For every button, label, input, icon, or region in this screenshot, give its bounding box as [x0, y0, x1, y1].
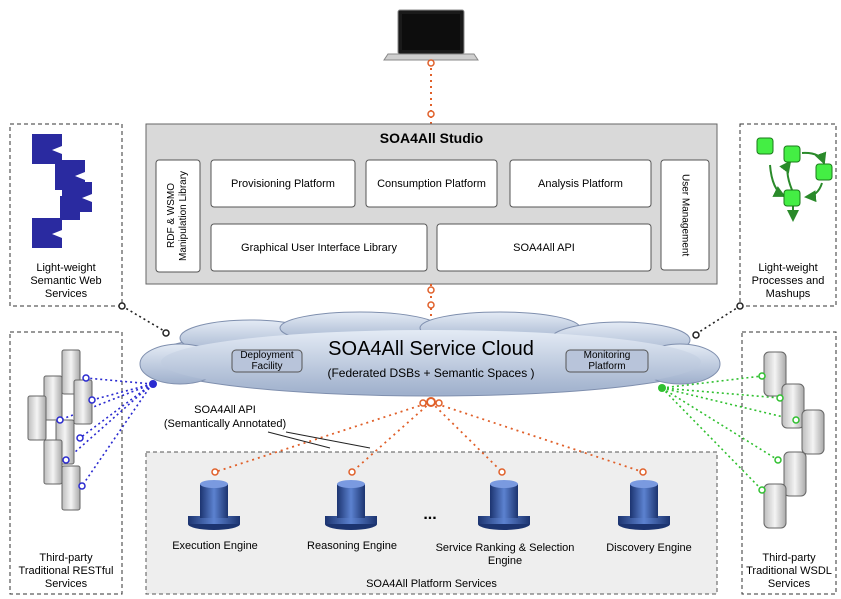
consumption-label: Consumption Platform — [377, 177, 486, 190]
monitoring-platform-box — [565, 349, 649, 373]
monitoring-platform-label: Monitoring Platform — [583, 350, 631, 372]
link-node — [736, 302, 744, 310]
cloud-hub-node — [426, 397, 436, 407]
discovery-engine-icon — [618, 480, 670, 530]
link-node — [211, 468, 219, 476]
link-node — [639, 468, 647, 476]
rdf-library-box — [155, 159, 201, 273]
wsdl-services-panel — [741, 331, 837, 595]
process-mashup-icon — [756, 137, 833, 222]
processes-mashups-panel — [739, 123, 837, 307]
link-node — [419, 399, 427, 407]
link-node — [435, 399, 443, 407]
api-label: SOA4All API — [513, 241, 575, 254]
analysis-label: Analysis Platform — [538, 177, 623, 190]
wsdl-hub-node — [658, 384, 666, 392]
api-note-pointer — [285, 431, 371, 449]
cloud-engine-links — [214, 401, 644, 473]
deployment-facility-label: Deployment Facility — [240, 350, 294, 372]
restful-services-panel — [9, 331, 123, 595]
api-note-line2: (Semantically Annotated) — [163, 418, 287, 430]
link-node — [692, 331, 700, 339]
reasoning-engine-icon — [325, 480, 377, 530]
platform-services-title: SOA4All Platform Services — [366, 578, 497, 590]
processes-mashups-label: Light-weight Processes and Mashups — [751, 262, 825, 300]
consumption-box — [365, 159, 498, 208]
provisioning-label: Provisioning Platform — [231, 177, 335, 190]
ranking-selection-engine-label: Service Ranking & Selection Engine — [435, 542, 575, 567]
link-node — [427, 59, 435, 67]
user-management-label: User Management — [679, 173, 691, 257]
mashup-cloud-link — [695, 305, 741, 335]
wsdl-services-label: Third-party Traditional WSDL Services — [746, 552, 832, 590]
wsdl-links — [661, 375, 797, 491]
link-node — [427, 301, 435, 309]
engines-ellipsis: ... — [423, 506, 437, 523]
semantic-web-services-label: Light-weight Semantic Web Services — [30, 262, 102, 300]
api-note-line1: SOA4All API — [194, 404, 256, 416]
deployment-facility-box — [231, 349, 303, 373]
semantic-cloud-link — [121, 305, 167, 333]
restful-link-nodes — [56, 374, 96, 490]
cloud-subtitle: (Federated DSBs + Semantic Spaces ) — [327, 366, 535, 380]
laptop-icon — [383, 9, 479, 61]
link-node — [498, 468, 506, 476]
cloud-title: SOA4All Service Cloud — [328, 337, 534, 360]
restful-services-label: Third-party Traditional RESTful Services — [18, 552, 114, 590]
api-box — [436, 223, 652, 272]
discovery-engine-label: Discovery Engine — [606, 542, 692, 554]
reasoning-engine-label: Reasoning Engine — [307, 540, 397, 552]
restful-hub-node — [149, 380, 157, 388]
gui-library-label: Graphical User Interface Library — [241, 241, 397, 254]
studio-title: SOA4All Studio — [379, 130, 484, 146]
semantic-web-services-panel — [9, 123, 123, 307]
rdf-library-label: RDF & WSMO Manipulation Library — [166, 170, 189, 262]
semantic-service-puzzle-icon — [32, 134, 92, 248]
service-cloud-shape — [139, 311, 721, 397]
link-node — [427, 286, 435, 294]
wsdl-link-nodes — [758, 372, 800, 494]
restful-links — [59, 377, 153, 487]
link-node — [118, 302, 126, 310]
link-node — [348, 468, 356, 476]
execution-engine-label: Execution Engine — [172, 540, 258, 552]
provisioning-box — [210, 159, 356, 208]
gui-library-box — [210, 223, 428, 272]
link-node — [162, 329, 170, 337]
user-management-box — [660, 159, 710, 271]
api-note-pointer — [267, 431, 331, 449]
ranking-selection-engine-icon — [478, 480, 530, 530]
wsdl-server-icons — [763, 351, 825, 529]
link-node — [427, 110, 435, 118]
analysis-box — [509, 159, 652, 208]
execution-engine-icon — [188, 480, 240, 530]
